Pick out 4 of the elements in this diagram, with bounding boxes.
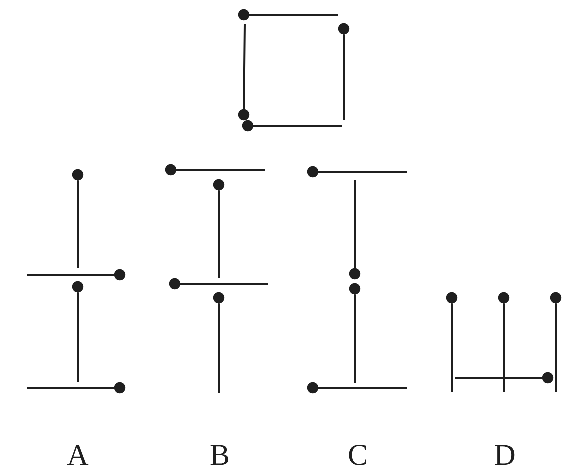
option-label: A: [67, 445, 89, 465]
option-label: C: [349, 445, 366, 466]
option-label: B: [210, 445, 229, 466]
option-label: D: [495, 445, 515, 466]
